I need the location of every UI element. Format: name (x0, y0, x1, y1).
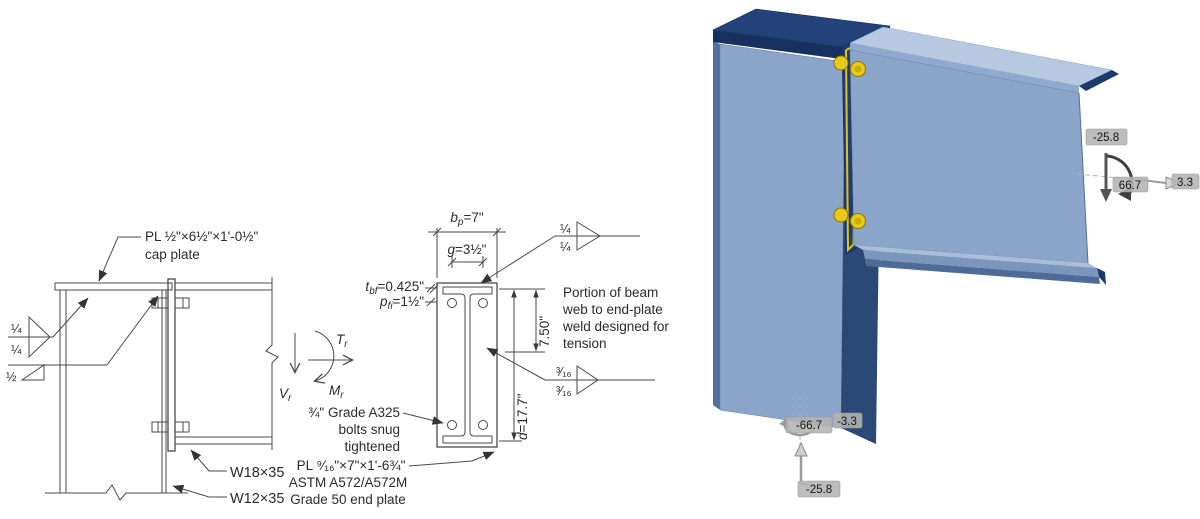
base-moment-tag-box (785, 416, 833, 434)
shear-label: Vr (279, 386, 292, 404)
right-3d-view: -25.8 66.7 3.3 -66.7 -3.3 -25.8 (711, 8, 1200, 498)
plate-note-line2: ASTM A572/A572M (289, 475, 408, 490)
base-axial-tag-box (797, 480, 841, 498)
weld-symbol-seat: ½ (6, 295, 159, 384)
beam-size-label: W18×35 (230, 465, 284, 481)
moment-arrow (315, 330, 335, 381)
dimension-tension-depth: 7.50" (499, 288, 552, 353)
web-note-line4: tension (563, 336, 607, 351)
column-size-label: W12×35 (230, 491, 284, 507)
beam-section-outline (442, 286, 493, 444)
weld-flange-size-bottom: ¼ (560, 240, 571, 254)
bolt-note-line3: tightened (344, 439, 400, 454)
weld-symbol-cap: ¼ ¼ (8, 297, 89, 359)
elevation-view (45, 277, 279, 501)
beam-web-end-edge (1078, 92, 1089, 264)
tbf-dim-text: tbf=0.425" (365, 279, 424, 297)
weld-cap-size-bottom: ¼ (11, 343, 22, 357)
left-technical-drawing: PL ½"×6½"×1'-0½" cap plate ¼ ¼ ½ W18×35 … (6, 210, 669, 507)
web-note-line2: web to end-plate (562, 302, 663, 317)
bolt-side-bottom (151, 421, 190, 433)
web-tension-note: Portion of beam web to end-plate weld de… (562, 285, 669, 351)
plate-note-line1: PL ⁹⁄₁₆"×7"×1'-6¾" (297, 458, 406, 473)
bolt-note-line2: bolts snug (338, 422, 400, 437)
column-base-reactions: -66.7 -3.3 -25.8 (779, 395, 863, 498)
beam-top-flange-endcap (1079, 70, 1119, 91)
beam-shear-value: 66.7 (1119, 180, 1141, 192)
pfi-dim-text: pfi=1½" (379, 294, 424, 312)
weld-seat-size: ½ (6, 370, 17, 384)
beam-moment-tag-box (1085, 128, 1128, 146)
web-note-line3: weld designed for (562, 319, 669, 334)
base-shear-tag-box (832, 412, 863, 429)
column-front-face (719, 43, 846, 429)
weld-web-size-bottom: ³⁄₁₆ (556, 384, 572, 398)
base-moment-value: -66.7 (796, 420, 822, 432)
cap-plate-front-edge (713, 30, 849, 60)
g-dim-text: g=3½" (448, 242, 487, 257)
beam-moment-value: -25.8 (1093, 132, 1119, 144)
column-outline (45, 290, 188, 501)
bolt-bottom-far (833, 207, 849, 223)
base-shear-value: -3.3 (837, 416, 857, 428)
dimension-tbf: tbf=0.425" (365, 279, 439, 297)
dimension-beam-depth: d=17.7" (499, 289, 530, 442)
beam-axial-value: 3.3 (1177, 177, 1193, 189)
base-axial-value: -25.8 (806, 484, 832, 496)
cap-plate-top-face (711, 8, 891, 49)
column-left-edge (713, 41, 720, 410)
beam-bottom-flange-edge (863, 250, 1099, 277)
moment-label: Mr (329, 383, 344, 401)
weld-cap-size-top: ¼ (11, 322, 22, 336)
dimension-pfi: pfi=1½" (379, 294, 437, 312)
base-axial-arrow-head (794, 441, 808, 457)
beam-bottom-flange-endcap (1097, 268, 1106, 285)
member-labels: W18×35 W12×35 (172, 449, 284, 507)
force-arrows: Vr Tr Mr (279, 330, 352, 404)
weld-symbol-flange: ¼ ¼ (480, 221, 640, 284)
web-note-line1: Portion of beam (563, 285, 658, 300)
shear-arrow-head (1100, 189, 1112, 202)
beam-depth-text: d=17.7" (515, 393, 530, 440)
bolt-side-top (151, 297, 190, 309)
plate-note-line3: Grade 50 end plate (290, 492, 406, 507)
beam-bottom-flange-top (854, 245, 1097, 268)
bp-dim-text: bp=7" (450, 210, 483, 228)
beam-end-reactions: -25.8 66.7 3.3 (1076, 128, 1200, 202)
end-plate-detail (436, 282, 498, 448)
bolt-bottom-near-head (854, 217, 862, 225)
cap-plate-note: PL ½"×6½"×1'-0½" cap plate (98, 229, 258, 282)
weld-symbol-web: ³⁄₁₆ ³⁄₁₆ (486, 347, 655, 398)
beam-3d (849, 26, 1119, 285)
bolt-note: ¾" Grade A325 bolts snug tightened (308, 405, 444, 454)
tension-label: Tr (336, 332, 348, 350)
beam-shear-tag-box (1112, 176, 1149, 193)
cap-plate-note-line2: cap plate (145, 247, 200, 262)
bolt-holes (447, 298, 488, 430)
bolt-top-near-head (854, 65, 862, 73)
tension-depth-text: 7.50" (537, 316, 552, 347)
beam-axial-tag-box (1171, 173, 1200, 190)
dimension-g: g=3½" (448, 242, 488, 268)
beam-bottom-flange-shadow (865, 259, 1100, 284)
dimension-bp: bp=7" (428, 210, 506, 278)
cap-plate-outline (54, 282, 173, 291)
end-plate-note: PL ⁹⁄₁₆"×7"×1'-6¾" ASTM A572/A572M Grade… (289, 451, 495, 507)
cap-plate-note-line1: PL ½"×6½"×1'-0½" (145, 229, 258, 244)
bolt-top-far (833, 55, 849, 71)
weld-flange-size-top: ¼ (560, 222, 571, 236)
beam-top-flange-edge (850, 43, 1079, 93)
bolts-3d (833, 55, 866, 229)
weld-web-size-top: ³⁄₁₆ (556, 365, 572, 379)
end-plate-side-outline (167, 278, 176, 452)
bolt-note-line1: ¾" Grade A325 (308, 405, 400, 420)
end-plate-face (436, 282, 498, 448)
beam-outline (175, 277, 279, 450)
